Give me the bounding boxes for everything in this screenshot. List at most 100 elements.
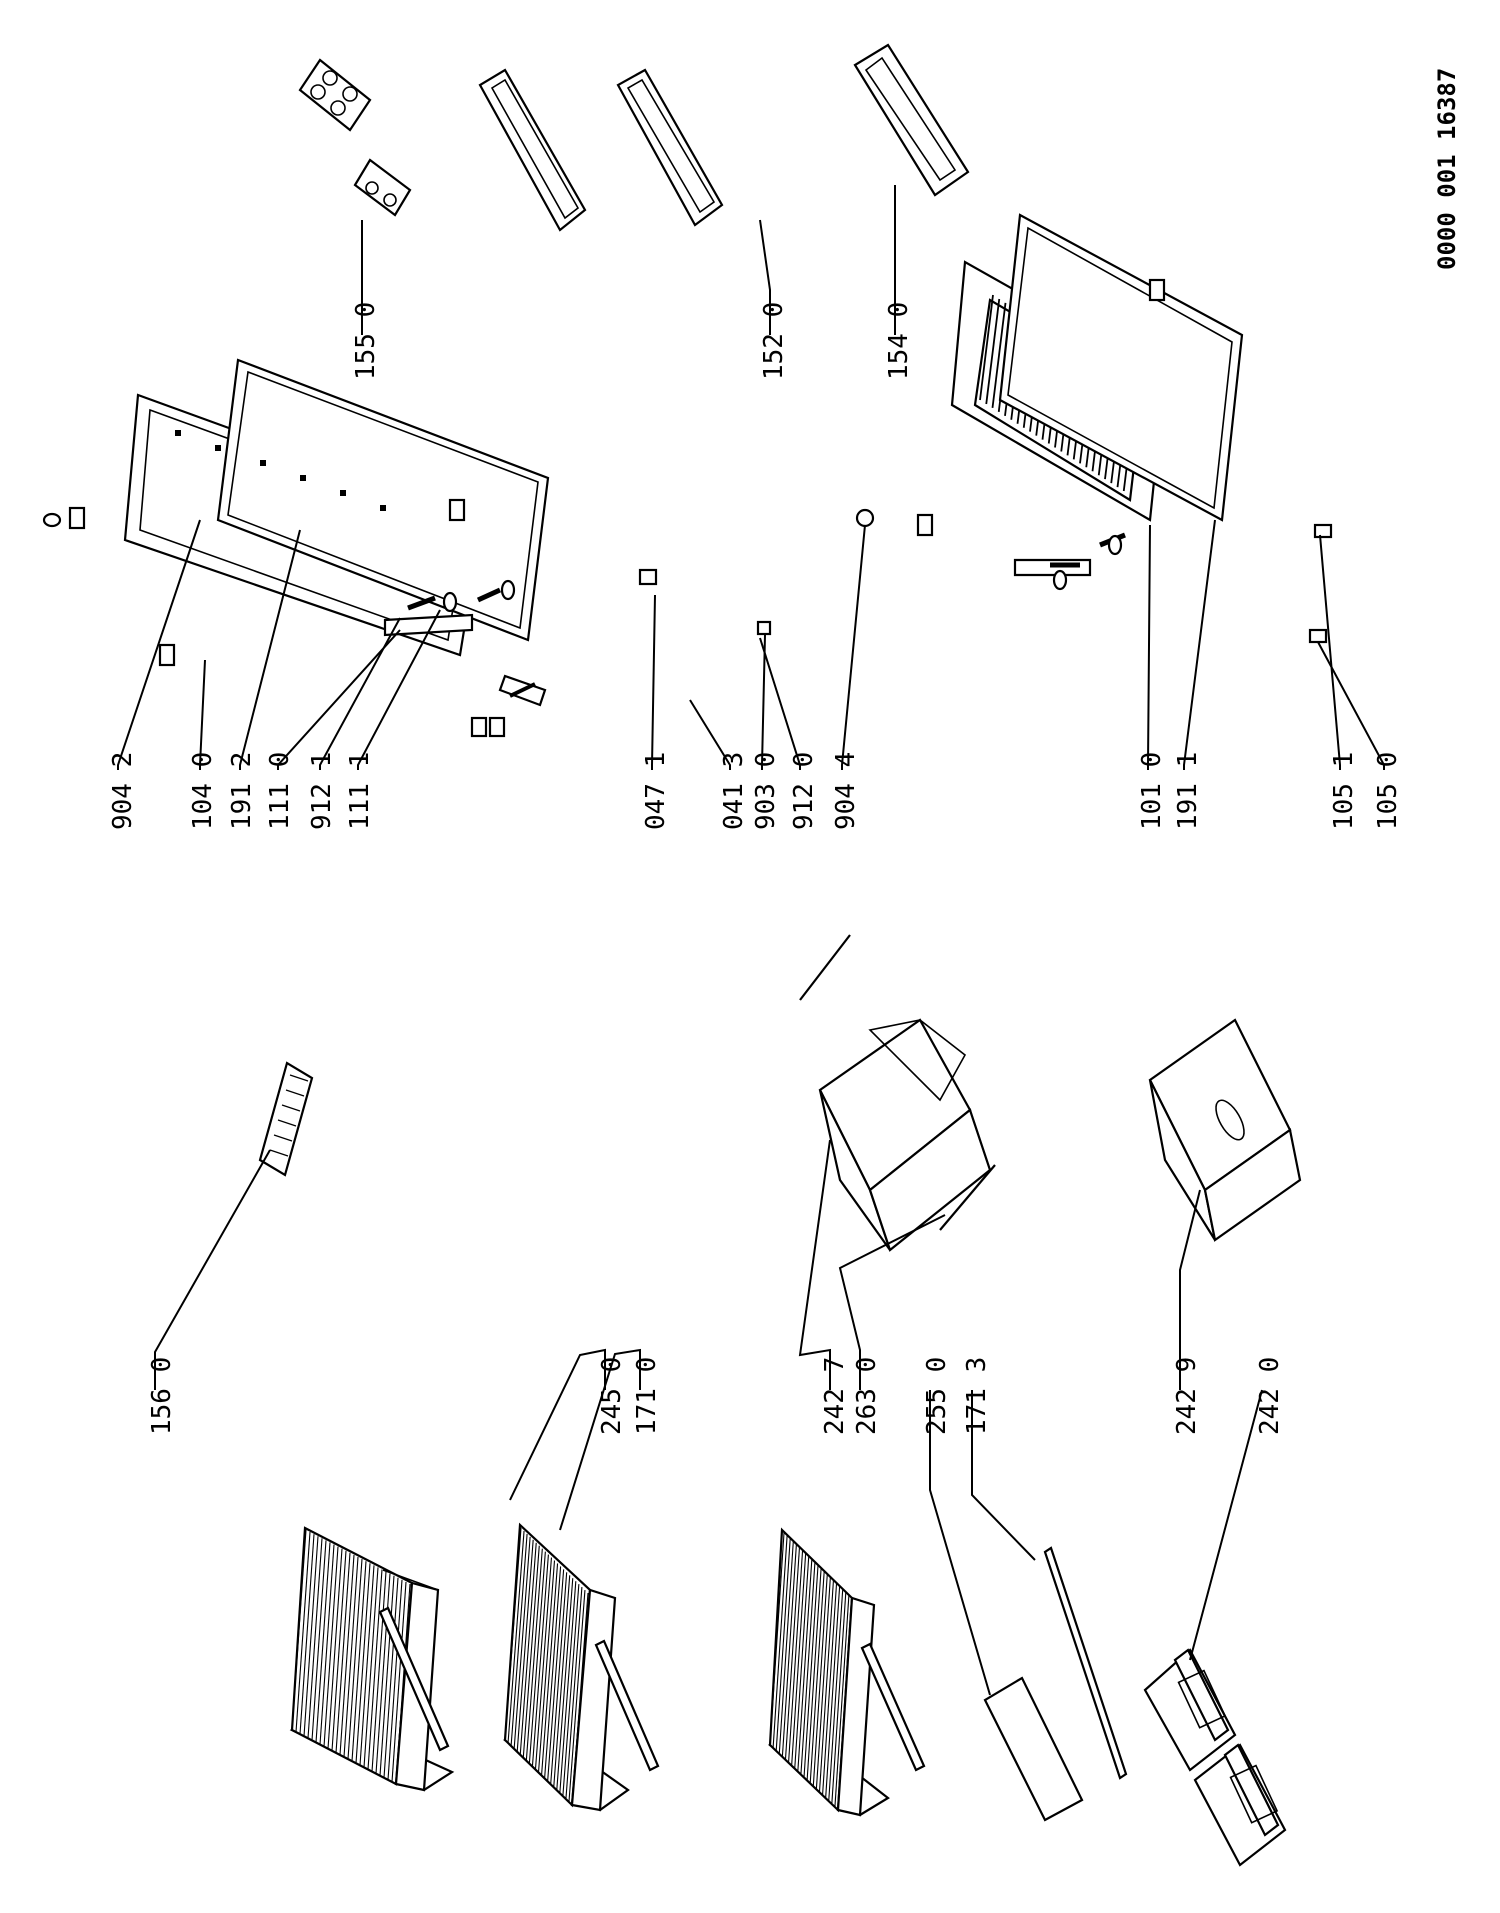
drawing-stroke [540, 1563, 559, 1776]
label-263-0: 263 0 [852, 1357, 882, 1435]
drawing-stroke [562, 1584, 580, 1797]
drawing-stroke [784, 1547, 801, 1760]
document-id: 0000 001 16387 [1433, 68, 1461, 270]
drawing-stroke [828, 1589, 844, 1802]
drawing-stroke [299, 1534, 315, 1735]
label-105-1: 105 1 [1329, 752, 1359, 830]
drawing-stroke [809, 1571, 825, 1784]
label-105-0: 105 0 [1373, 752, 1403, 830]
drawing-stroke [800, 1562, 816, 1775]
label-152-0: 152 0 [759, 302, 789, 380]
ice-cube-tray [258, 1061, 314, 1177]
label-255-0: 255 0 [922, 1357, 952, 1435]
drawing-stroke [391, 1581, 407, 1782]
drawing-stroke [516, 1539, 534, 1752]
drawing-stroke [519, 1542, 537, 1755]
drawing-stroke [351, 1561, 367, 1762]
drawing-stroke [379, 1575, 395, 1776]
drawing-stroke [775, 1538, 791, 1751]
drawing-stroke [367, 1569, 383, 1770]
drawing-stroke [831, 1592, 847, 1805]
small-drawer-pair [1143, 1648, 1287, 1867]
door-stud [260, 460, 266, 466]
drawing-stroke [985, 298, 1001, 405]
drawing-stroke [323, 1546, 339, 1747]
drawing-stroke [794, 1556, 810, 1769]
drawing-stroke [510, 1533, 528, 1746]
label-047-1: 047 1 [641, 752, 671, 830]
drawing-stroke [544, 1566, 562, 1779]
wire-shelf-middle [503, 1522, 660, 1812]
drawing-stroke [285, 1089, 305, 1097]
drawing-stroke [504, 1527, 522, 1741]
drawing-stroke [327, 1548, 343, 1749]
drawing-stroke [571, 1592, 589, 1806]
glass-shelf [983, 1546, 1128, 1822]
drawing-stroke [522, 1545, 540, 1758]
drawing-stroke [559, 1581, 577, 1794]
drawing-stroke [295, 1532, 311, 1733]
label-191-2: 191 2 [227, 752, 257, 830]
drawing-stroke [395, 1583, 411, 1785]
drawing-stroke [553, 1575, 571, 1788]
label-903-0: 903 0 [751, 752, 781, 830]
label-156-0: 156 0 [147, 1357, 177, 1435]
door-balcony-upper [478, 68, 587, 232]
label-912-0: 912 0 [789, 752, 819, 830]
door-stud [340, 490, 346, 496]
drawing-stroke [513, 1536, 531, 1749]
drawing-stroke [383, 1577, 399, 1778]
drawing-stroke [818, 1580, 835, 1793]
drawing-stroke [791, 1553, 807, 1766]
drawing-stroke [273, 1134, 293, 1142]
label-101-0: 101 0 [1137, 752, 1167, 830]
drawing-stroke [387, 1579, 403, 1780]
drawing-stroke [319, 1544, 335, 1745]
drawing-stroke [525, 1548, 543, 1761]
drawing-stroke [355, 1563, 371, 1764]
drawing-stroke [821, 1583, 838, 1796]
label-041-3: 041 3 [719, 752, 749, 830]
drawing-stroke [335, 1552, 351, 1753]
drawing-stroke [281, 1104, 301, 1112]
label-111-1: 111 1 [345, 752, 375, 830]
drawing-stroke [772, 1535, 788, 1748]
drawing-stroke [315, 1542, 331, 1743]
door-stud [380, 505, 386, 511]
drawing-stroke [806, 1568, 822, 1781]
drawing-stroke [359, 1565, 375, 1766]
door-balcony-lower [853, 43, 970, 197]
label-904-2: 904 2 [108, 752, 138, 830]
drawing-stroke [371, 1571, 387, 1772]
drawing-stroke [565, 1587, 583, 1800]
wire-shelf-lower [768, 1527, 926, 1817]
drawing-stroke [550, 1572, 568, 1785]
drawing-stroke [311, 1540, 327, 1741]
drawing-stroke [781, 1544, 797, 1757]
freezer-door-assembly [42, 358, 550, 667]
drawing-stroke [363, 1567, 379, 1768]
label-904-4: 904 4 [831, 752, 861, 830]
drawing-stroke [778, 1541, 794, 1754]
drawing-stroke [556, 1578, 574, 1791]
drawing-stroke [815, 1577, 831, 1790]
drawing-stroke [331, 1550, 347, 1751]
drawing-stroke [307, 1538, 323, 1739]
drawing-stroke [837, 1597, 853, 1811]
drawing-stroke [787, 1550, 804, 1763]
label-104-0: 104 0 [188, 752, 218, 830]
drawing-stroke [797, 1559, 813, 1772]
drawing-stroke [834, 1595, 850, 1808]
drawing-stroke [568, 1590, 586, 1803]
drawing-stroke [269, 1149, 289, 1157]
label-242-7: 242 7 [820, 1357, 850, 1435]
drawing-stroke [347, 1559, 363, 1760]
label-111-0: 111 0 [265, 752, 295, 830]
label-245-0: 245 0 [597, 1357, 627, 1435]
drawing-stroke [547, 1569, 565, 1782]
drawing-stroke [534, 1557, 553, 1770]
label-912-1: 912 1 [307, 752, 337, 830]
door-stud [215, 445, 221, 451]
